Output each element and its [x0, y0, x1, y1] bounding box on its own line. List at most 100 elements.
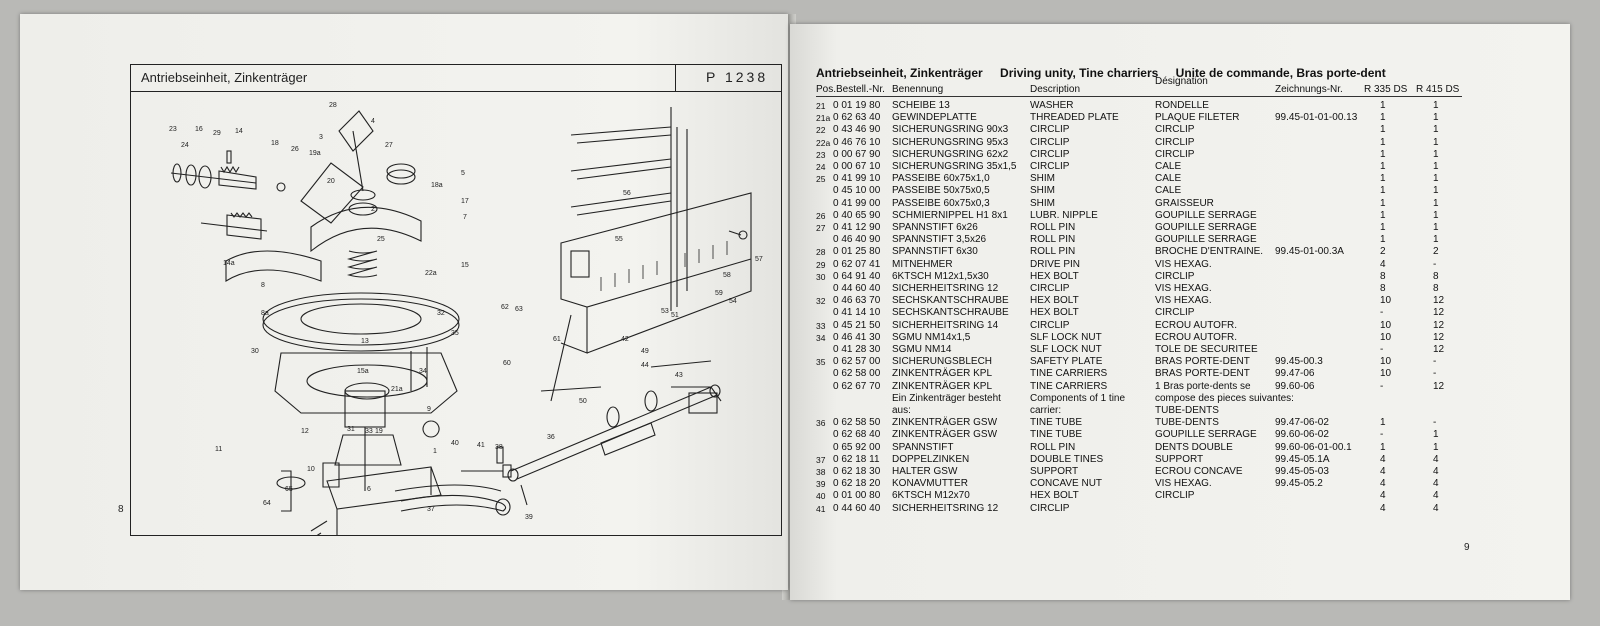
svg-text:1: 1: [433, 448, 437, 455]
benennung-cell: PASSEIBE 60x75x0,3: [892, 197, 990, 209]
r415-qty-cell: 1: [1433, 100, 1439, 111]
order-number-cell: 0 62 57 00: [833, 356, 881, 368]
col-designation-header: Désignation: [1155, 76, 1208, 87]
description-cell: LUBR. NIPPLE: [1030, 209, 1098, 221]
header-german: Antriebseinheit, Zinkenträger: [816, 66, 983, 80]
svg-text:65: 65: [285, 486, 293, 493]
benennung-cell: PASSEIBE 50x75x0,5: [892, 185, 990, 197]
order-number-cell: 0 62 58 50: [833, 417, 881, 429]
benennung-cell: SICHERUNGSRING 35x1,5: [892, 161, 1017, 172]
designation-cell: CIRCLIP: [1155, 148, 1195, 160]
benennung-cell: KONAVMUTTER: [892, 478, 968, 490]
designation-cell: BRAS PORTE-DENT: [1155, 356, 1250, 368]
description-cell: TINE CARRIERS: [1030, 380, 1108, 392]
description-cell: HEX BOLT: [1030, 295, 1079, 307]
order-number-cell: 0 01 00 80: [833, 490, 881, 502]
r415-qty-cell: 1: [1433, 136, 1439, 148]
order-number-cell: 0 62 18 30: [833, 466, 881, 477]
svg-text:35: 35: [451, 330, 459, 337]
pos-cell: 26: [816, 210, 826, 221]
order-number-cell: 0 46 40 90: [833, 234, 881, 246]
r415-qty-cell: -: [1433, 417, 1437, 429]
svg-text:63: 63: [515, 306, 523, 313]
svg-text:54: 54: [729, 298, 737, 305]
order-number-cell: 0 46 76 10: [833, 136, 881, 148]
header-french: Unite de commande, Bras porte-dent: [1175, 66, 1386, 80]
svg-text:34: 34: [419, 368, 427, 375]
r415-qty-cell: 1: [1433, 124, 1439, 136]
order-number-cell: 0 64 91 40: [833, 270, 881, 282]
r415-qty-cell: 1: [1433, 173, 1439, 185]
svg-text:31: 31: [347, 426, 355, 433]
order-number-cell: 0 45 21 50: [833, 319, 881, 331]
r415-qty-cell: 12: [1433, 319, 1445, 331]
pos-cell: 28: [816, 247, 826, 258]
description-cell: TINE TUBE: [1030, 417, 1083, 429]
svg-text:19: 19: [375, 428, 383, 435]
r335-qty-cell: 10: [1380, 368, 1392, 380]
description-cell: ROLL PIN: [1030, 234, 1076, 246]
svg-text:55: 55: [615, 236, 623, 243]
benennung-cell: SICHERHEITSRING 12: [892, 502, 999, 514]
col-r335-header: R 335 DS: [1364, 84, 1408, 95]
col-benennung-header: Benennung: [892, 84, 944, 95]
svg-text:15: 15: [461, 262, 469, 269]
r415-qty-cell: 1: [1433, 197, 1439, 209]
r415-qty-cell: 1: [1433, 185, 1439, 197]
r335-qty-cell: 1: [1380, 441, 1386, 453]
benennung-cell: SPANNSTIFT 3,5x26: [892, 234, 987, 246]
designation-cell: SUPPORT: [1155, 453, 1204, 465]
r335-qty-cell: 1: [1380, 185, 1386, 197]
description-cell: ROLL PIN: [1030, 222, 1076, 233]
designation-cell: CALE: [1155, 173, 1182, 185]
r415-qty-cell: 12: [1433, 331, 1445, 343]
description-cell: SHIM: [1030, 173, 1055, 185]
designation-cell: VIS HEXAG.: [1155, 283, 1212, 294]
benennung-cell: ZINKENTRÄGER KPL: [892, 380, 993, 392]
svg-text:6: 6: [367, 486, 371, 493]
drawing-number-cell: 99.60-06-01-00.1: [1275, 441, 1352, 453]
svg-text:8a: 8a: [261, 310, 269, 317]
order-number-cell: 0 00 67 90: [833, 148, 881, 160]
left-page-number: 8: [118, 504, 124, 515]
benennung-cell: SGMU NM14: [892, 344, 952, 355]
svg-text:12: 12: [301, 428, 309, 435]
svg-text:39: 39: [525, 514, 533, 521]
svg-text:58: 58: [723, 272, 731, 279]
svg-text:7: 7: [463, 214, 467, 221]
r415-qty-cell: 1: [1433, 148, 1439, 160]
description-cell: DRIVE PIN: [1030, 258, 1081, 270]
r335-qty-cell: 1: [1380, 161, 1386, 172]
svg-text:8: 8: [261, 282, 265, 289]
svg-text:11: 11: [215, 446, 222, 453]
order-number-cell: 0 41 14 10: [833, 307, 881, 319]
description-cell: CIRCLIP: [1030, 161, 1070, 172]
designation-cell: VIS HEXAG.: [1155, 258, 1212, 270]
svg-text:18: 18: [271, 140, 279, 147]
pos-cell: 25: [816, 174, 826, 185]
pos-cell: 23: [816, 149, 826, 160]
benennung-cell: HALTER GSW: [892, 466, 958, 477]
pos-cell: 21: [816, 101, 826, 111]
benennung-cell: SGMU NM14x1,5: [892, 331, 971, 343]
order-number-cell: 0 41 99 10: [833, 173, 881, 185]
col-description-header: Description: [1030, 84, 1081, 95]
svg-text:19a: 19a: [309, 150, 321, 157]
r335-qty-cell: 1: [1380, 209, 1386, 221]
drawing-number-cell: 99.45-01-00.3A: [1275, 246, 1344, 258]
svg-text:56: 56: [623, 190, 631, 197]
designation-cell: BRAS PORTE-DENT: [1155, 368, 1250, 380]
benennung-cell: 6KTSCH M12x70: [892, 490, 970, 502]
svg-text:41: 41: [477, 442, 485, 449]
description-cell: SHIM: [1030, 185, 1055, 197]
svg-text:40: 40: [451, 440, 459, 447]
pos-cell: 22: [816, 125, 826, 136]
r415-qty-cell: 1: [1433, 112, 1439, 124]
svg-text:62: 62: [501, 304, 509, 311]
designation-cell: CALE: [1155, 161, 1182, 172]
benennung-cell: SPANNSTIFT 6x30: [892, 246, 978, 258]
benennung-cell: SPANNSTIFT 6x26: [892, 222, 978, 233]
benennung-cell: ZINKENTRÄGER GSW: [892, 429, 998, 441]
svg-text:37: 37: [427, 506, 435, 513]
r335-qty-cell: 8: [1380, 283, 1386, 294]
